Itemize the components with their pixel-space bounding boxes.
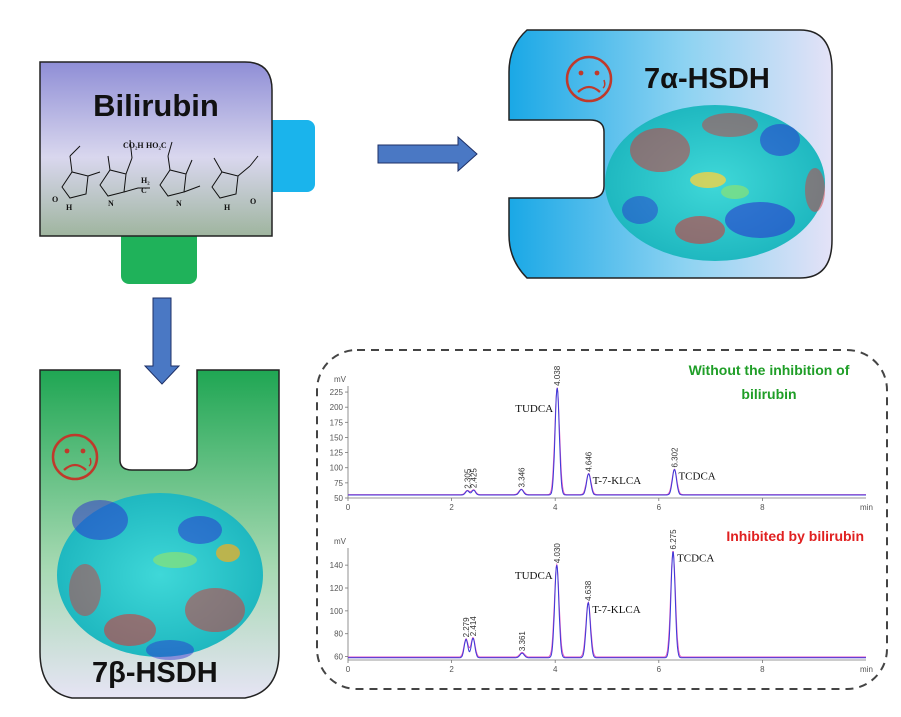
chem-label-c: C xyxy=(141,186,147,195)
y-tick-label: 75 xyxy=(334,479,343,488)
beta-protein-surface xyxy=(57,493,263,660)
chem-label-co2h: CO₂H xyxy=(123,141,144,150)
bilirubin-structure xyxy=(61,139,259,199)
x-tick-label: 4 xyxy=(553,503,558,512)
bilirubin-title: Bilirubin xyxy=(93,88,219,123)
peak-rt-label: 4.038 xyxy=(553,365,562,386)
alpha-protein-surface xyxy=(605,105,825,261)
x-tick-label: 0 xyxy=(346,665,351,674)
arrow-down-icon xyxy=(143,297,181,385)
chem-label-h2: H₂ xyxy=(141,176,150,185)
peak-rt-label: 4.646 xyxy=(585,451,594,472)
y-tick-label: 50 xyxy=(334,494,343,503)
sad-face-icon xyxy=(565,55,613,103)
x-tick-label: 6 xyxy=(657,665,662,674)
y-tick-label: 125 xyxy=(330,449,344,458)
y-tick-label: 100 xyxy=(330,607,344,616)
peak-compound-label: T-7-KLCA xyxy=(593,475,642,487)
bilirubin-box xyxy=(39,61,273,237)
x-axis-label: min xyxy=(860,503,873,512)
chem-label-ho2c: HO₂C xyxy=(146,141,167,150)
peak-rt-label: 2.279 xyxy=(462,617,471,638)
chem-label-o2: O xyxy=(250,197,256,206)
y-tick-label: 140 xyxy=(330,561,344,570)
bilirubin-blue-tab xyxy=(265,120,315,192)
y-tick-label: 120 xyxy=(330,584,344,593)
x-axis-label: min xyxy=(860,665,873,674)
sad-face-icon xyxy=(51,433,99,481)
peak-rt-label: 4.030 xyxy=(553,543,562,564)
arrow-right-icon xyxy=(377,135,478,173)
trace-reference xyxy=(348,550,866,658)
y-tick-label: 175 xyxy=(330,418,344,427)
chem-label-h2b: H xyxy=(224,203,231,212)
chromatogram-top: 50 75 100 125 150 175 200 225 mV 0 2 4 6 8 min 2.3052.4… xyxy=(330,365,873,512)
y-tick-label: 100 xyxy=(330,464,344,473)
x-tick-label: 2 xyxy=(449,503,454,512)
y-axis-label: mV xyxy=(334,375,347,384)
y-tick-label: 225 xyxy=(330,388,344,397)
peak-rt-label: 6.302 xyxy=(670,447,679,468)
chart-title-bottom: Inhibited by bilirubin xyxy=(726,528,864,544)
peak-compound-label: TCDCA xyxy=(678,471,715,483)
peak-compound-label: T-7-KLCA xyxy=(592,604,641,616)
peak-rt-label: 6.275 xyxy=(669,529,678,550)
chart-title-top: Without the inhibition of bilirubin xyxy=(688,362,850,402)
trace-sample xyxy=(348,551,866,659)
y-tick-label: 200 xyxy=(330,403,344,412)
chem-label-n1: N xyxy=(108,199,114,208)
y-tick-label: 150 xyxy=(330,433,344,442)
peak-rt-label: 2.305 xyxy=(463,468,472,489)
peak-compound-label: TUDCA xyxy=(515,570,553,582)
y-tick-label: 60 xyxy=(334,653,343,662)
chem-label-h1: H xyxy=(66,203,73,212)
x-tick-label: 6 xyxy=(657,503,662,512)
peak-compound-label: TUDCA xyxy=(515,403,553,415)
chem-label-o1: O xyxy=(52,195,58,204)
y-axis-label: mV xyxy=(334,537,347,546)
y-tick-label: 80 xyxy=(334,630,343,639)
x-tick-label: 8 xyxy=(760,503,765,512)
chem-label-n2: N xyxy=(176,199,182,208)
peak-rt-label: 2.425 xyxy=(470,468,479,489)
peak-rt-label: 3.346 xyxy=(517,467,526,488)
bilirubin-green-tab xyxy=(121,225,197,284)
peak-rt-label: 3.361 xyxy=(518,631,527,652)
x-tick-label: 0 xyxy=(346,503,351,512)
x-tick-label: 8 xyxy=(760,665,765,674)
x-tick-label: 4 xyxy=(553,665,558,674)
trace-sample xyxy=(348,387,866,496)
peak-rt-label: 4.638 xyxy=(584,580,593,601)
x-tick-label: 2 xyxy=(449,665,454,674)
beta-hsdh-label: 7β-HSDH xyxy=(92,657,218,689)
alpha-hsdh-label: 7α-HSDH xyxy=(644,63,770,95)
chromatogram-frame xyxy=(316,349,888,690)
peak-compound-label: TCDCA xyxy=(677,552,714,564)
peak-rt-label: 2.414 xyxy=(469,616,478,637)
